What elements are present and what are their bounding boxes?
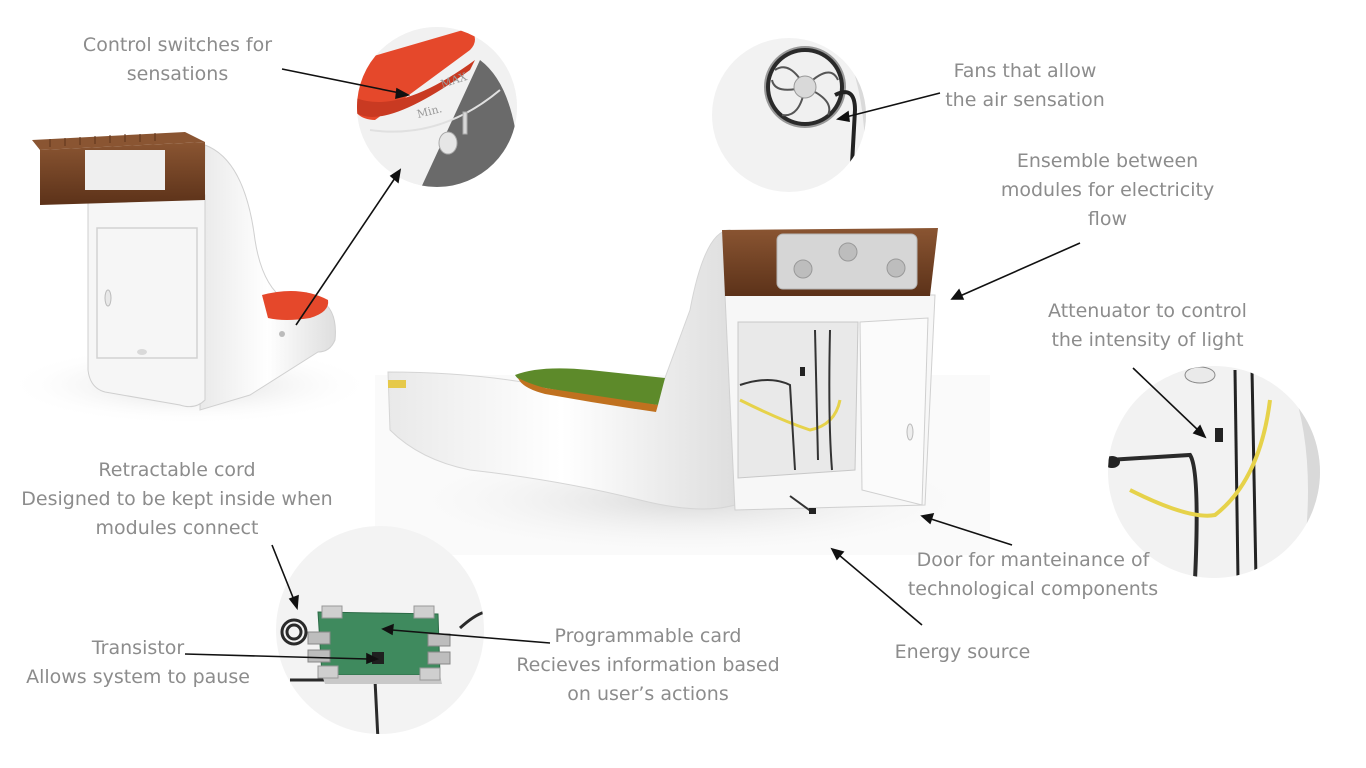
center-module: [370, 228, 1010, 560]
label-door: Door for manteinance of technological co…: [907, 549, 1159, 600]
detail-programmable-card: [276, 526, 484, 734]
label-control-switches: Control switches for sensations: [82, 34, 273, 85]
seat-cushion-orange: [262, 291, 329, 320]
label-retractable-cord: Retractable cord Designed to be kept ins…: [21, 459, 333, 539]
label-attenuator: Attenuator to control the intensity of l…: [1048, 300, 1247, 351]
detail-fan: [712, 38, 866, 192]
label-programmable-card: Programmable card Recieves information b…: [516, 625, 780, 705]
label-transistor: Transistor Allows system to pause: [26, 637, 250, 688]
detail-control-switches: MAX Min.: [357, 27, 517, 187]
seat-cushion-green: [515, 368, 665, 405]
detail-attenuator: [1108, 366, 1320, 578]
label-ensemble: Ensemble between modules for electricity…: [1000, 150, 1215, 230]
label-fans: Fans that allow the air sensation: [945, 60, 1105, 111]
leader-arrows: [184, 68, 1207, 665]
switch-mark-min: Min.: [416, 102, 444, 121]
label-energy-source: Energy source: [894, 641, 1031, 663]
left-module: [5, 132, 375, 425]
